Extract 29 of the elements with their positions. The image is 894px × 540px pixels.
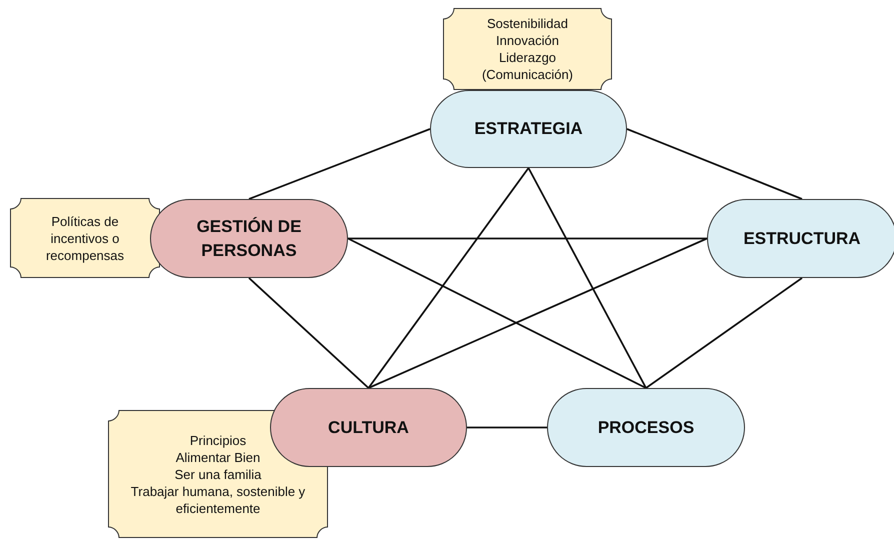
connector-line bbox=[467, 426, 547, 428]
connector-line bbox=[626, 128, 802, 200]
callout-text: Liderazgo bbox=[498, 49, 558, 66]
callout-text: Políticas de incentivos o recompensas bbox=[44, 212, 126, 264]
callout-text: Innovación bbox=[495, 32, 560, 49]
node-label: GESTIÓN DE PERSONAS bbox=[196, 216, 302, 262]
note-callout bbox=[443, 8, 612, 90]
pill-node bbox=[707, 199, 894, 278]
callout-text: Alimentar Bien bbox=[174, 448, 262, 466]
connector-line bbox=[368, 167, 530, 389]
callout-text: (Comunicación) bbox=[480, 66, 574, 83]
callout-text: Principios bbox=[188, 432, 248, 448]
node-label: ESTRATEGIA bbox=[474, 118, 583, 140]
note-callout bbox=[10, 198, 160, 278]
callout-text: Ser una familia bbox=[174, 466, 262, 482]
connector-line bbox=[248, 277, 370, 389]
node-label: ESTRUCTURA bbox=[743, 228, 861, 250]
callout-text: Sostenibilidad bbox=[486, 15, 569, 32]
connector-line bbox=[348, 238, 646, 389]
node-label: PROCESOS bbox=[598, 416, 694, 438]
connector-line bbox=[348, 238, 707, 240]
connector-line bbox=[368, 238, 708, 389]
callout-text: Trabajar humana, sostenible y eficientemente bbox=[130, 482, 306, 516]
connector-line bbox=[645, 277, 803, 389]
connector-line bbox=[528, 168, 647, 388]
note-callout bbox=[108, 410, 328, 538]
connector-line bbox=[248, 128, 430, 200]
pill-node bbox=[150, 199, 348, 278]
node-label: CULTURA bbox=[328, 416, 409, 438]
